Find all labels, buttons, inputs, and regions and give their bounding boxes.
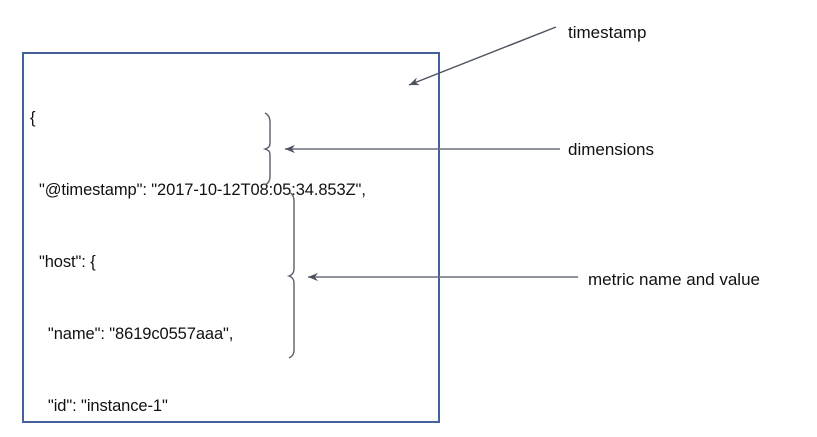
annotation-label-dimensions: dimensions [568, 140, 654, 159]
json-line-timestamp: "@timestamp": "2017-10-12T08:05:34.853Z"… [30, 181, 366, 199]
json-line-host-open: "host": { [30, 253, 96, 271]
annotation-label-timestamp: timestamp [568, 23, 647, 42]
json-line-host-id: "id": "instance-1" [30, 397, 168, 415]
json-line: { [30, 109, 36, 127]
json-sample-text: { "@timestamp": "2017-10-12T08:05:34.853… [30, 58, 430, 437]
json-line-host-name: "name": "8619c0557aaa", [30, 325, 234, 343]
json-sample-box [22, 52, 440, 423]
annotation-label-metric: metric name and value [588, 270, 760, 289]
